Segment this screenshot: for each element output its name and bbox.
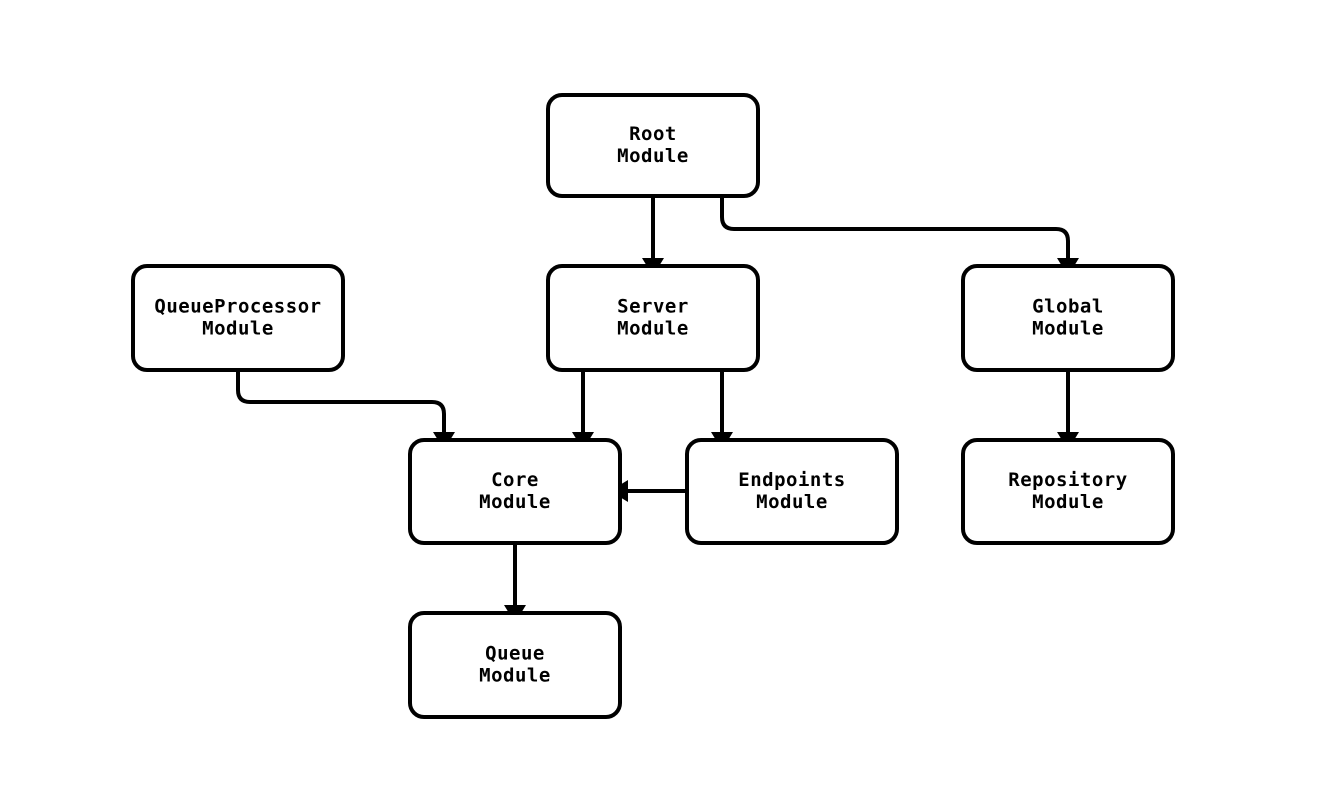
node-label-core-type: Module [479, 491, 551, 513]
node-label-server-name: Server [617, 296, 689, 318]
node-label-queue-type: Module [479, 665, 551, 687]
node-label-root-type: Module [617, 145, 689, 167]
edge-line-queueprocessor-to-core [236, 370, 446, 432]
edge-line-root-to-global [720, 196, 1070, 258]
node-label-repository-type: Module [1032, 491, 1104, 513]
node-label-queueprocessor-type: Module [202, 318, 274, 340]
node-label-repository-name: Repository [1008, 469, 1127, 491]
node-label-root-name: Root [629, 123, 677, 145]
node-label-endpoints-type: Module [756, 491, 828, 513]
node-box-endpoints[interactable] [685, 438, 899, 545]
node-label-queueprocessor-name: QueueProcessor [154, 296, 321, 318]
nodes-layer: RootModuleQueueProcessorModuleServerModu… [131, 93, 1175, 719]
node-label-queue-name: Queue [485, 643, 545, 665]
node-box-root[interactable] [546, 93, 760, 198]
node-label-server-type: Module [617, 318, 689, 340]
edge-queueprocessor-to-core [236, 370, 455, 450]
node-label-global-type: Module [1032, 318, 1104, 340]
node-box-server[interactable] [546, 264, 760, 372]
node-box-global[interactable] [961, 264, 1175, 372]
edges-layer [236, 196, 1079, 623]
node-box-queue[interactable] [408, 611, 622, 719]
node-box-queueprocessor[interactable] [131, 264, 345, 372]
node-box-core[interactable] [408, 438, 622, 545]
node-label-core-name: Core [491, 469, 539, 491]
node-box-repository[interactable] [961, 438, 1175, 545]
node-label-global-name: Global [1032, 296, 1104, 318]
node-label-endpoints-name: Endpoints [738, 469, 845, 491]
